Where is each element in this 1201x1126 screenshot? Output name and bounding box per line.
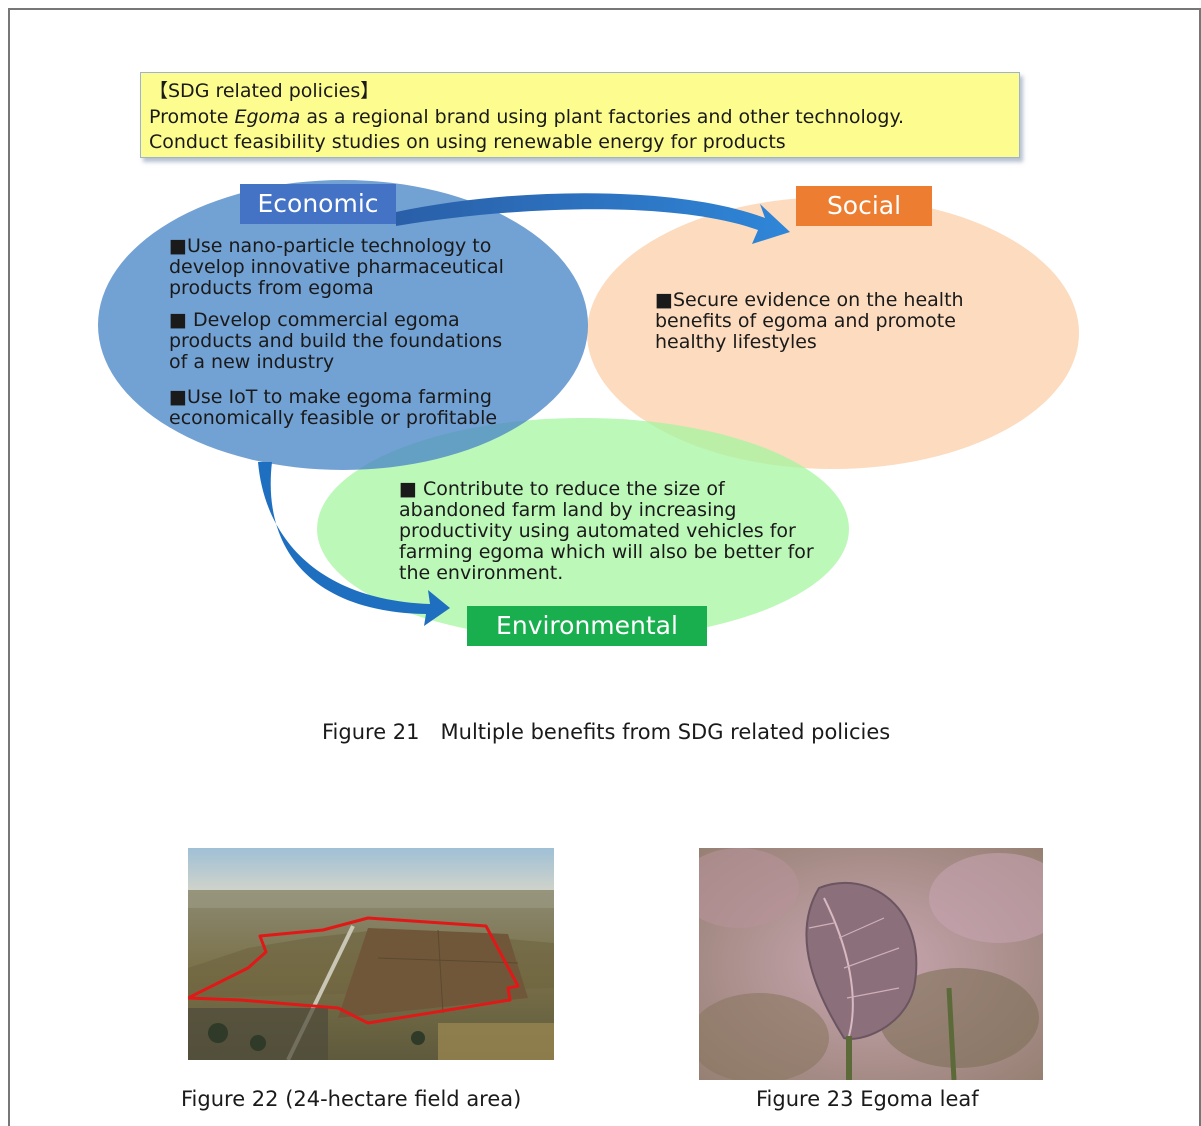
- field-area-photo: [188, 848, 554, 1060]
- environmental-ellipse: [317, 418, 849, 640]
- social-ellipse: [587, 197, 1079, 469]
- sdg-policy-box: 【SDG related policies】 Promote Egoma as …: [140, 72, 1020, 158]
- diagram-shapes: [98, 180, 1079, 640]
- arrow-economic-to-social: [396, 193, 790, 244]
- egoma-leaf-photo: [699, 848, 1043, 1080]
- page-frame: [8, 8, 1201, 1126]
- social-item-1: ■Secure evidence on the health benefits …: [655, 289, 964, 353]
- arrow-economic-to-environmental: [258, 462, 450, 626]
- figure-21-caption: Figure 21 Multiple benefits from SDG rel…: [322, 720, 891, 744]
- environmental-label: Environmental: [467, 606, 707, 646]
- social-label: Social: [796, 186, 932, 226]
- figure-23-caption: Figure 23 Egoma leaf: [756, 1087, 979, 1111]
- policy-line-2: Conduct feasibility studies on using ren…: [149, 131, 786, 153]
- policy-heading: 【SDG related policies】: [149, 80, 380, 102]
- economic-label: Economic: [240, 184, 396, 224]
- economic-item-3: ■Use IoT to make egoma farming economica…: [169, 386, 498, 429]
- economic-item-1: ■Use nano-particle technology to develop…: [169, 235, 504, 299]
- egoma-emphasis: Egoma: [234, 105, 301, 128]
- policy-line-1: Promote Egoma as a regional brand using …: [149, 105, 905, 128]
- economic-item-2: ■ Develop commercial egoma products and …: [169, 309, 503, 373]
- economic-ellipse: [98, 180, 588, 470]
- environmental-item-1: ■ Contribute to reduce the size of aband…: [399, 478, 814, 584]
- benefits-diagram: Economic Social Environmental ■Use nano-…: [98, 180, 1079, 646]
- figure-22-caption: Figure 22 (24-hectare field area): [181, 1087, 522, 1111]
